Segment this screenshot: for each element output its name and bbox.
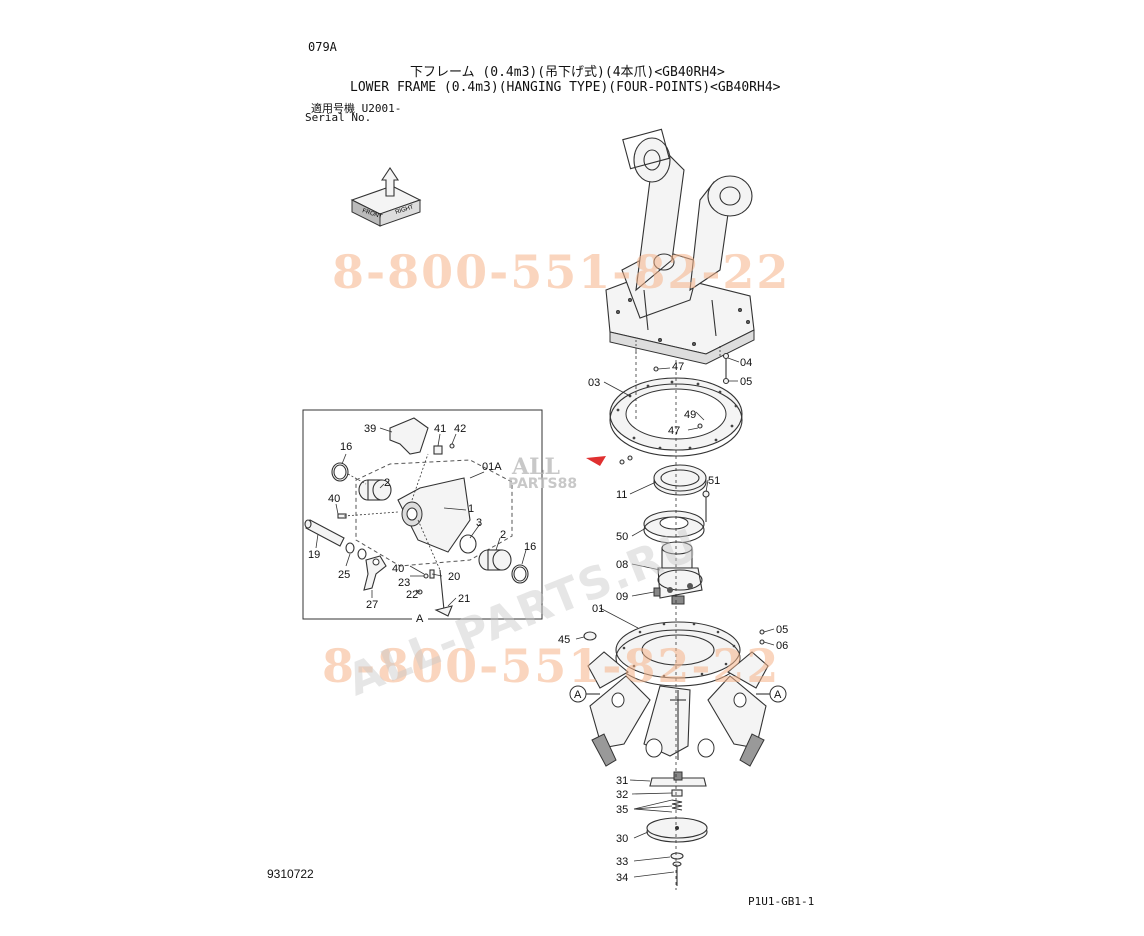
label-33: 33 <box>616 856 628 868</box>
label-45: 45 <box>558 634 570 646</box>
springs-32-35 <box>671 789 683 811</box>
lower-frame-01 <box>587 621 769 767</box>
document-number: 9310722 <box>267 867 314 881</box>
serial-label-japanese: 適用号機 U2001- <box>311 102 402 115</box>
label-39: 39 <box>364 423 376 435</box>
watermark-phone-top: 8-800-551-82-22 <box>332 245 790 299</box>
label-2b: 2 <box>500 529 506 541</box>
label-05a: 05 <box>740 376 752 388</box>
svg-text:A: A <box>774 689 782 701</box>
label-1: 1 <box>468 503 474 515</box>
label-35: 35 <box>616 804 628 816</box>
label-40a: 40 <box>328 493 340 505</box>
label-3: 3 <box>476 517 482 529</box>
label-27: 27 <box>366 599 378 611</box>
label-47a: 47 <box>672 361 684 373</box>
hanger-bracket <box>605 128 755 365</box>
serial-label-english: Serial No. <box>305 111 372 124</box>
label-01: 01 <box>592 603 604 615</box>
label-30: 30 <box>616 833 628 845</box>
plate-31 <box>649 771 707 787</box>
label-42: 42 <box>454 423 466 435</box>
inset-view-label: A <box>416 613 424 625</box>
label-51: 51 <box>708 475 720 487</box>
nuts-05-06 <box>759 629 765 645</box>
label-01A: 01A <box>482 461 502 473</box>
label-16b: 16 <box>524 541 536 553</box>
watermark-phone-bottom: 8-800-551-82-22 <box>322 639 780 693</box>
label-25: 25 <box>338 569 350 581</box>
bolt-34 <box>672 861 682 886</box>
label-31: 31 <box>616 775 628 787</box>
label-34: 34 <box>616 872 628 884</box>
label-19: 19 <box>308 549 320 561</box>
label-06: 06 <box>776 640 788 652</box>
title-japanese: 下フレーム (0.4m3)(吊下げ式)(4本爪)<GB40RH4> <box>410 65 725 80</box>
svg-text:PARTS88: PARTS88 <box>508 476 577 492</box>
orientation-icon: FRONT RIGHT <box>350 167 422 227</box>
label-05b: 05 <box>776 624 788 636</box>
label-04: 04 <box>740 357 752 369</box>
leader-lines-main <box>575 357 775 878</box>
drawing-code: 079A <box>308 40 337 54</box>
label-09: 09 <box>616 591 628 603</box>
leader-lines-inset <box>315 427 527 607</box>
swivel-joint-08 <box>657 541 703 605</box>
label-03: 03 <box>588 377 600 389</box>
title-english: LOWER FRAME (0.4m3)(HANGING TYPE)(FOUR-P… <box>350 80 781 95</box>
label-08: 08 <box>616 559 628 571</box>
label-32: 32 <box>616 789 628 801</box>
bolt-09 <box>653 587 661 597</box>
label-23: 23 <box>398 577 410 589</box>
svg-text:ALL: ALL <box>511 454 560 480</box>
inset-view-a: A <box>302 409 543 625</box>
seal-ring-11 <box>653 464 707 496</box>
watermark-logo: ALL PARTS88 <box>508 454 606 492</box>
label-16a: 16 <box>340 441 352 453</box>
label-20: 20 <box>448 571 460 583</box>
callout-labels-inset: 39 41 42 16 01A 2 1 40 3 2 16 19 25 40 2… <box>308 423 536 611</box>
washer-33 <box>670 852 684 860</box>
label-47b: 47 <box>668 425 680 437</box>
disc-30 <box>646 817 708 843</box>
label-21: 21 <box>458 593 470 605</box>
bolt-51 <box>702 490 710 522</box>
label-22: 22 <box>406 589 418 601</box>
page-reference: P1U1-GB1-1 <box>748 895 815 908</box>
callout-labels-main: 47 04 05 03 49 47 11 51 50 08 09 01 45 0… <box>558 357 788 884</box>
label-40b: 40 <box>392 563 404 575</box>
view-a-marker-right: A <box>756 685 787 703</box>
label-50: 50 <box>616 531 628 543</box>
label-2a: 2 <box>384 477 390 489</box>
label-49: 49 <box>684 409 696 421</box>
svg-text:A: A <box>574 689 582 701</box>
label-41: 41 <box>434 423 446 435</box>
bolts-04-05 <box>619 340 730 465</box>
view-a-marker-left: A <box>569 685 600 703</box>
compass-right-label: RIGHT <box>395 204 415 216</box>
cap-45 <box>583 631 597 641</box>
label-11: 11 <box>616 489 627 501</box>
